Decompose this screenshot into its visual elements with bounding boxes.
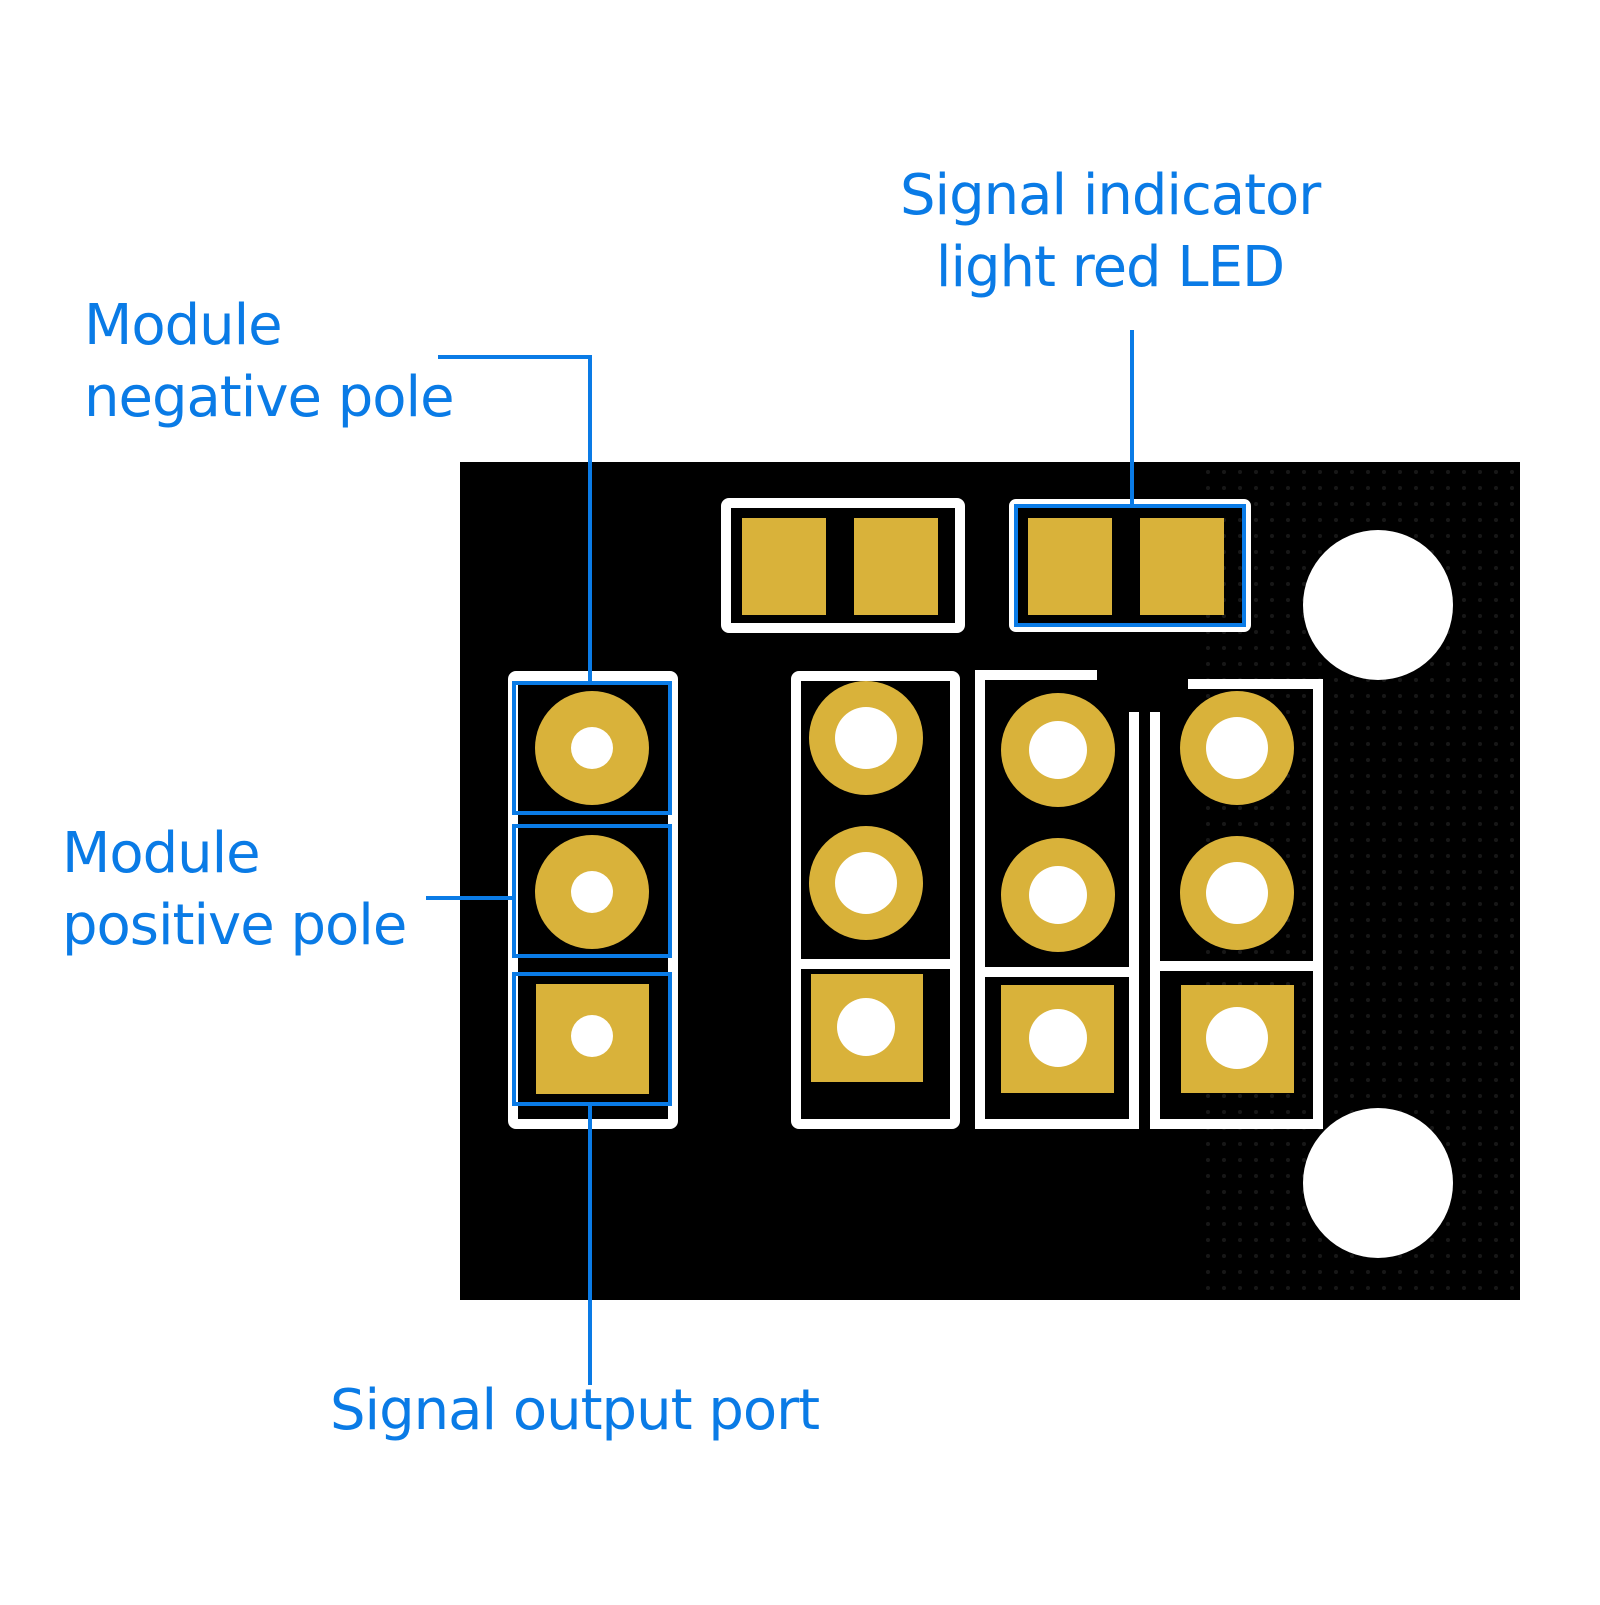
led-highlight-box	[1014, 504, 1246, 627]
led-callout: Signal indicator light red LED	[900, 160, 1321, 304]
negative-pole-line-2: negative pole	[84, 365, 455, 430]
smd-outline-left	[721, 498, 965, 633]
led-pad-1	[1028, 518, 1112, 615]
mounting-hole-top	[1303, 530, 1453, 680]
pin-negative-highlight	[512, 681, 672, 815]
header-4-outline	[1150, 679, 1323, 1129]
positive-pole-line-2: positive pole	[62, 893, 407, 958]
header-2-outline	[791, 671, 960, 1129]
signal-output-callout: Signal output port	[330, 1375, 820, 1447]
pin-positive-highlight	[512, 824, 672, 958]
smd-pad-left-2	[854, 518, 938, 615]
negative-pole-callout: Module negative pole	[84, 290, 455, 434]
header-3-pin-3-hole	[1029, 1009, 1087, 1067]
header-3-outline	[975, 670, 1139, 1129]
smd-pad-left-1	[742, 518, 826, 615]
header-4-pin-3-hole	[1206, 1007, 1268, 1069]
positive-pole-callout: Module positive pole	[62, 818, 407, 962]
pin-positive-hole	[571, 871, 613, 913]
header-2-pin-2-hole	[835, 852, 897, 914]
header-3-pin-1-hole	[1029, 721, 1087, 779]
signal-output-label: Signal output port	[330, 1378, 820, 1443]
negative-pole-line-1: Module	[84, 293, 283, 358]
header-4-pin-2-hole	[1206, 862, 1268, 924]
header-3-pin-2-hole	[1029, 866, 1087, 924]
positive-pole-line-1: Module	[62, 821, 261, 886]
leader-negative	[438, 355, 592, 682]
pin-signal-hole	[571, 1015, 613, 1057]
header-4-pin-1-hole	[1206, 717, 1268, 779]
mounting-hole-bottom	[1303, 1108, 1453, 1258]
header-2-pin-3-hole	[837, 998, 895, 1056]
pin-negative-hole	[571, 727, 613, 769]
header-2-pin-1-hole	[835, 707, 897, 769]
led-callout-line-2: light red LED	[935, 235, 1285, 300]
led-pad-2	[1140, 518, 1224, 615]
led-callout-line-1: Signal indicator	[900, 163, 1321, 228]
